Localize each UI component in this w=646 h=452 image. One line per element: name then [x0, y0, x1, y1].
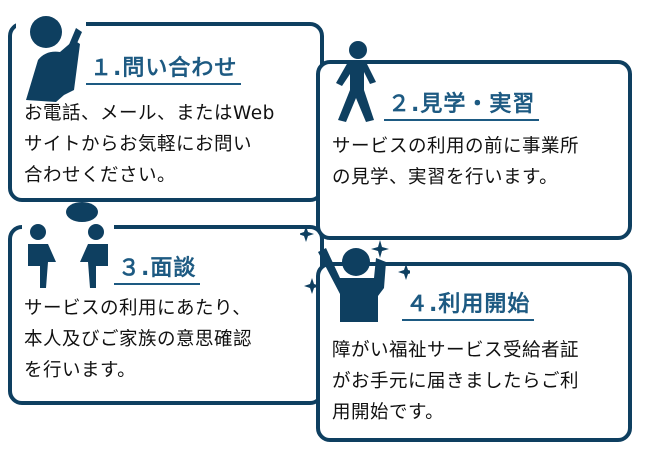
step-4-description: 障がい福祉サービス受給者証 がお手元に届きましたらご利 用開始です。 [332, 340, 580, 423]
step-2-card [316, 60, 632, 240]
step-1-title: １.問い合わせ [86, 50, 242, 85]
step-3-title: ３.面談 [114, 250, 201, 285]
step-2-title: ２.見学・実習 [384, 86, 540, 121]
walking-person-icon [336, 41, 376, 122]
cheering-person-icon [300, 226, 410, 322]
step-3-description: サービスの利用にあたり、 本人及びご家族の意思確認 を行います。 [24, 298, 253, 381]
step-4-title: ４.利用開始 [402, 286, 535, 321]
step-1-description: お電話、メール、またはWeb サイトからお気軽にお問い 合わせください。 [24, 103, 275, 186]
interview-people-icon [22, 202, 114, 292]
phone-person-icon [16, 10, 86, 102]
step-2-description: サービスの利用の前に事業所 の見学、実習を行います。 [332, 136, 580, 188]
